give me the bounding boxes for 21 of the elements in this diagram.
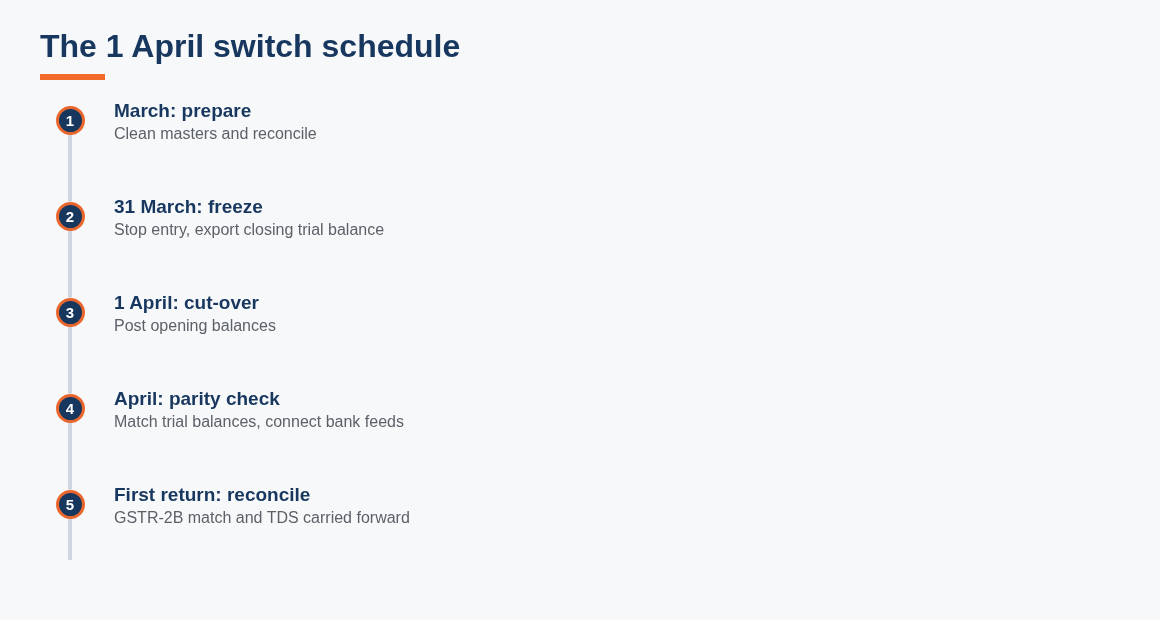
title: The 1 April switch schedule — [40, 27, 461, 66]
step-number: 1 — [55, 105, 85, 135]
step-description: Stop entry, export closing trial balance — [114, 220, 385, 240]
step-heading: First return: reconcile — [114, 484, 311, 506]
timeline-line — [68, 230, 72, 298]
timeline-line — [68, 326, 72, 394]
step-heading: 1 April: cut-over — [114, 292, 259, 314]
step-number: 5 — [55, 489, 85, 519]
step-heading: 31 March: freeze — [114, 196, 263, 218]
step-heading: April: parity check — [114, 388, 280, 410]
timeline-line — [68, 134, 72, 202]
step-number: 3 — [55, 297, 85, 327]
step-description: Post opening balances — [114, 316, 276, 336]
step-number: 2 — [55, 201, 85, 231]
timeline-line — [68, 422, 72, 490]
step-description: Match trial balances, connect bank feeds — [114, 412, 404, 432]
step-description: GSTR-2B match and TDS carried forward — [114, 508, 410, 528]
step-number: 4 — [55, 393, 85, 423]
step-description: Clean masters and reconcile — [114, 124, 317, 144]
step-heading: March: prepare — [114, 100, 252, 122]
timeline-line — [68, 518, 72, 560]
